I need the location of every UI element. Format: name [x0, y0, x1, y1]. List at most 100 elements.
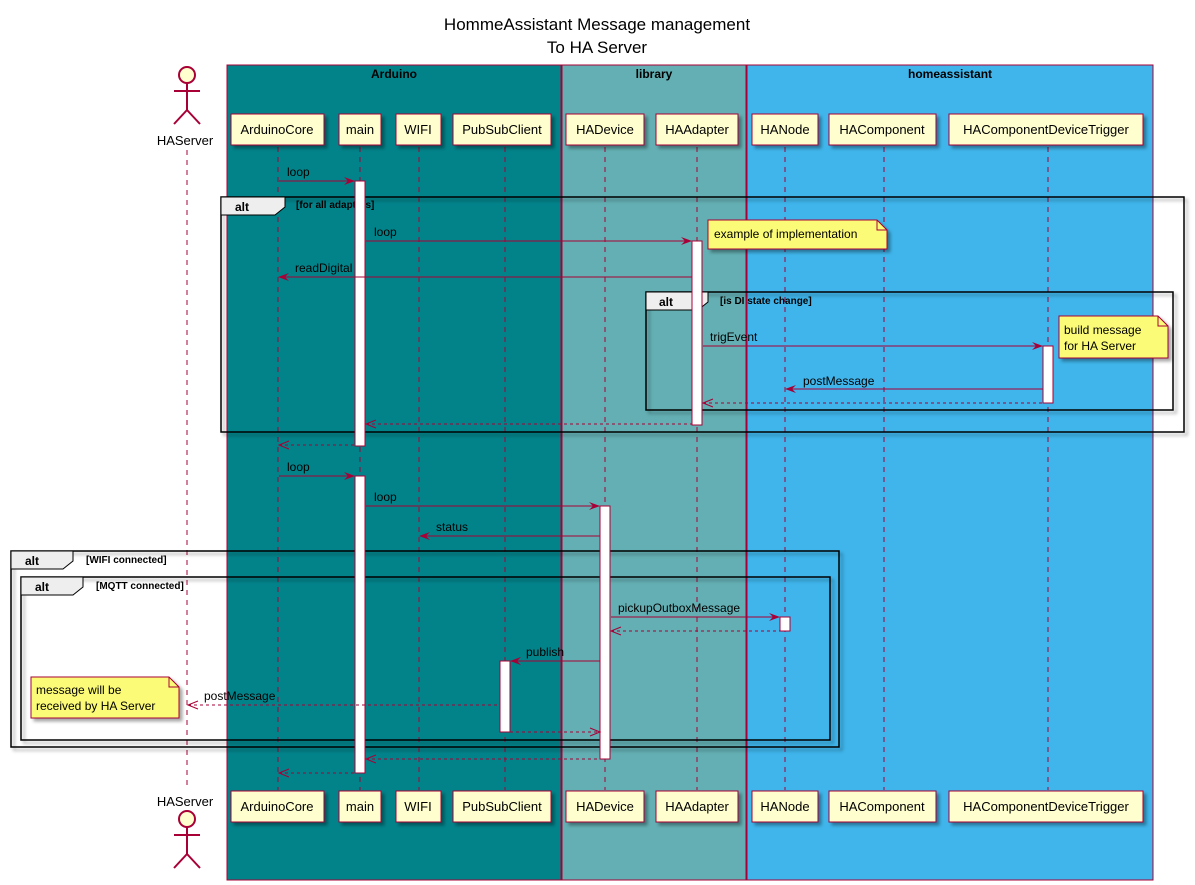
box-library	[561, 64, 747, 881]
message-m14: publish	[510, 645, 600, 665]
participant-hacomponent-label-bottom: HAComponent	[839, 799, 925, 814]
participant-main-top: main	[338, 113, 382, 146]
participant-main-label-bottom: main	[346, 799, 374, 814]
message-m3: readDigital	[278, 261, 692, 281]
frame-alt-di-state-keyword: alt	[659, 295, 673, 309]
lifeline-group	[186, 147, 1049, 790]
actor-haserver-label-bottom: HAServer	[157, 794, 214, 809]
note-received-line2: received by HA Server	[36, 699, 155, 713]
participant-hacomponentdevicetrigger-bottom: HAComponentDeviceTrigger	[948, 790, 1144, 823]
message-m7	[364, 419, 692, 429]
frame-alt-mqtt-keyword: alt	[35, 580, 49, 594]
frame-alt-wifi-keyword: alt	[25, 554, 39, 568]
participant-hacomponentdevicetrigger-top: HAComponentDeviceTrigger	[948, 113, 1144, 146]
participant-arduinocore-label-bottom: ArduinoCore	[241, 799, 314, 814]
actor-haserver-bottom: HAServer	[157, 794, 214, 869]
participant-wifi-top: WIFI	[395, 113, 442, 146]
participant-hanode-top: HANode	[751, 113, 819, 146]
participant-arduinocore-top: ArduinoCore	[230, 113, 325, 146]
message-m10-label: loop	[374, 490, 397, 504]
message-m4-label: trigEvent	[710, 330, 758, 344]
frame-alt-wifi: alt [WIFI connected]	[10, 550, 840, 748]
message-group: loop loop readDigital trigEvent postMess…	[186, 165, 1043, 778]
message-m6	[701, 398, 1043, 408]
message-m3-label: readDigital	[295, 261, 352, 275]
participant-wifi-bottom: WIFI	[395, 790, 442, 823]
frame-alt-adapters: alt [for all adapters]	[220, 196, 1185, 433]
message-m17	[364, 754, 600, 764]
actor-figure-icon	[173, 66, 201, 125]
participant-haadapter-bottom: HAAdapter	[655, 790, 739, 823]
message-m5: postMessage	[785, 374, 1043, 393]
diagram-title-line2: To HA Server	[547, 38, 647, 57]
activation-haadapter-1	[691, 240, 703, 426]
note-impl: example of implementation	[707, 219, 888, 250]
frame-alt-wifi-condition: [WIFI connected]	[86, 555, 167, 566]
participant-hacomponentdevicetrigger-label-top: HAComponentDeviceTrigger	[963, 122, 1129, 137]
box-arduino	[226, 64, 562, 881]
message-m2: loop	[366, 225, 692, 245]
activation-group	[354, 180, 1054, 774]
participant-wifi-label-bottom: WIFI	[404, 799, 431, 814]
participant-hacomponent-top: HAComponent	[828, 113, 937, 146]
diagram-title-line1: HommeAssistant Message management	[444, 15, 750, 34]
message-m9: loop	[279, 460, 355, 480]
participant-hacomponentdevicetrigger-label-bottom: HAComponentDeviceTrigger	[963, 799, 1129, 814]
participant-arduinocore-bottom: ArduinoCore	[230, 790, 325, 823]
participant-hanode-label-top: HANode	[760, 122, 809, 137]
frame-alt-adapters-condition: [for all adapters]	[296, 200, 374, 211]
participant-haadapter-label-top: HAAdapter	[665, 122, 729, 137]
note-received-line1: message will be	[36, 683, 122, 697]
activation-main-1	[354, 180, 366, 447]
participant-hanode-bottom: HANode	[751, 790, 819, 823]
activation-pubsubclient-1	[499, 660, 511, 733]
message-m9-label: loop	[287, 460, 310, 474]
participant-hadevice-label-top: HADevice	[576, 122, 634, 137]
message-m10: loop	[366, 490, 600, 510]
participant-arduinocore-label-top: ArduinoCore	[241, 122, 314, 137]
message-m4: trigEvent	[703, 330, 1043, 350]
message-m8	[277, 440, 355, 450]
participant-pubsubclient-label-top: PubSubClient	[462, 122, 542, 137]
message-m16	[510, 727, 602, 737]
message-m14-label: publish	[526, 645, 564, 659]
note-impl-line1: example of implementation	[714, 227, 857, 241]
activation-hanode-1	[779, 616, 791, 632]
actor-haserver-label-top: HAServer	[157, 133, 214, 148]
message-m2-label: loop	[374, 225, 397, 239]
message-m1: loop	[279, 165, 355, 185]
message-m11: status	[419, 520, 600, 540]
participant-hadevice-label-bottom: HADevice	[576, 799, 634, 814]
participant-haadapter-label-bottom: HAAdapter	[665, 799, 729, 814]
note-build: build message for HA Server	[1058, 315, 1169, 359]
box-library-label: library	[636, 67, 673, 81]
box-group: Arduino library homeassistant	[226, 64, 1154, 881]
note-build-line1: build message	[1064, 323, 1142, 337]
box-homeassistant	[746, 64, 1154, 881]
actor-figure-icon	[173, 810, 201, 869]
participant-group-bottom: HAServer ArduinoCore main WIFI PubSubCli…	[157, 790, 1144, 869]
participant-wifi-label-top: WIFI	[404, 122, 431, 137]
note-group: example of implementation build message …	[30, 219, 1169, 719]
message-m12: pickupOutboxMessage	[611, 601, 780, 621]
actor-haserver-top: HAServer	[157, 66, 214, 148]
activation-hadevice-1	[599, 505, 611, 760]
frame-alt-mqtt-condition: [MQTT connected]	[96, 581, 184, 592]
participant-hacomponent-label-top: HAComponent	[839, 122, 925, 137]
participant-group-top: HAServer ArduinoCore main WIFI PubSubCli…	[157, 66, 1144, 148]
note-received: message will be received by HA Server	[30, 676, 180, 719]
box-homeassistant-label: homeassistant	[908, 67, 992, 81]
participant-haadapter-top: HAAdapter	[655, 113, 739, 146]
activation-hacomponentdevicetrigger-1	[1042, 345, 1054, 404]
frame-alt-di-state-condition: [is DI state change]	[720, 296, 812, 307]
participant-pubsubclient-top: PubSubClient	[452, 113, 552, 146]
participant-main-bottom: main	[338, 790, 382, 823]
participant-main-label-top: main	[346, 122, 374, 137]
participant-pubsubclient-bottom: PubSubClient	[452, 790, 552, 823]
note-build-line2: for HA Server	[1064, 339, 1136, 353]
message-m15: postMessage	[186, 689, 500, 710]
participant-pubsubclient-label-bottom: PubSubClient	[462, 799, 542, 814]
participant-hanode-label-bottom: HANode	[760, 799, 809, 814]
message-m11-label: status	[436, 520, 468, 534]
